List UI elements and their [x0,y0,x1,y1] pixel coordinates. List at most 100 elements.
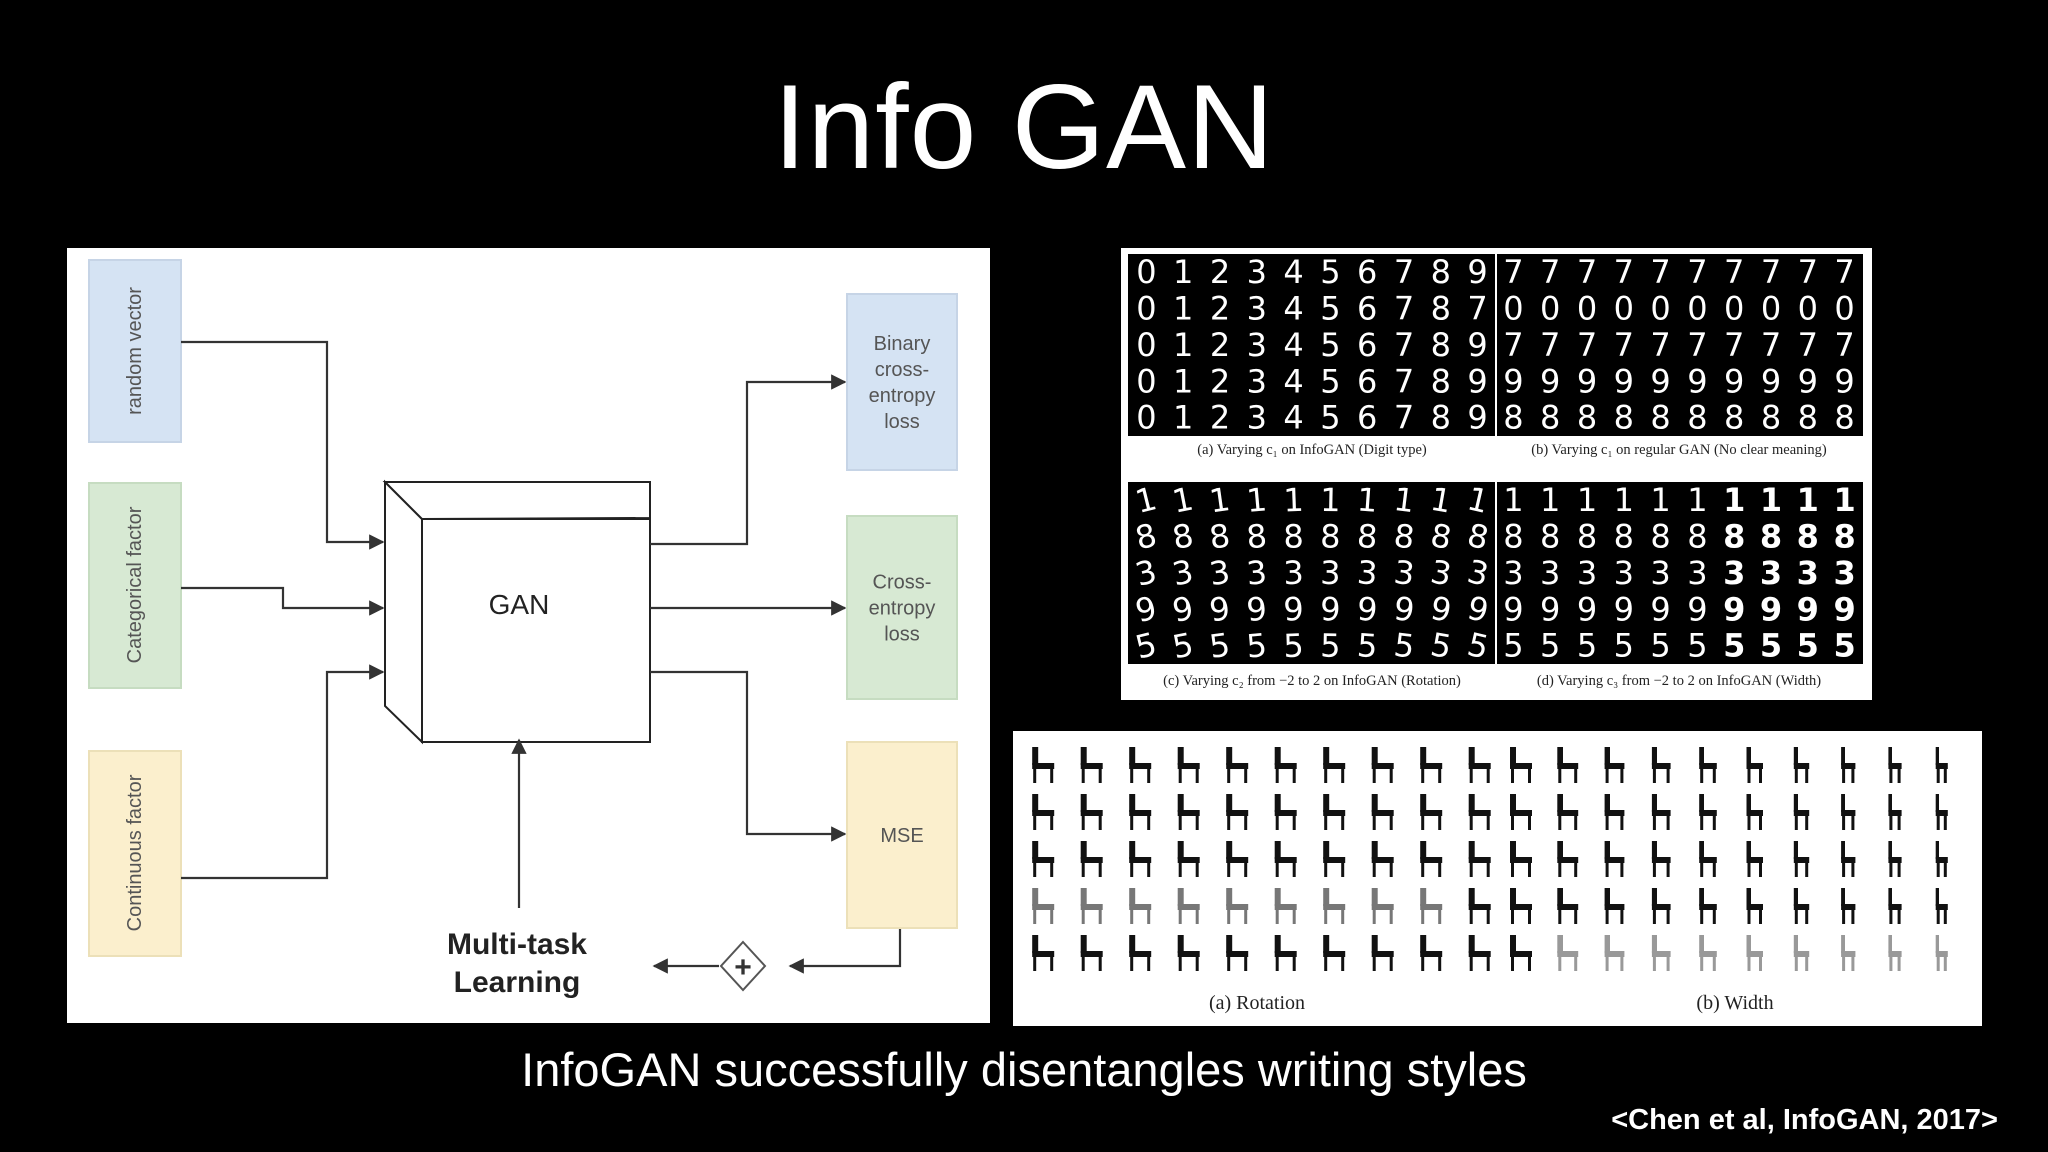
digit-sample: 3 [1503,554,1523,592]
chair-icon [1274,794,1297,830]
chair-icon [1888,794,1902,830]
digit-sample: 4 [1283,253,1303,291]
chair-icon [1274,747,1297,783]
chair-icon [1604,935,1625,971]
chair-icon [1557,747,1579,783]
digit-sample: 1 [1245,480,1269,520]
chair-icon [1129,888,1152,924]
chair-icon [1841,888,1856,924]
digit-sample: 3 [1320,554,1341,592]
digit-sample: 3 [1283,554,1305,593]
digit-sample: 7 [1503,253,1523,291]
digit-sample: 5 [1540,627,1560,665]
digit-sample: 3 [1356,553,1379,592]
digit-sample: 9 [1283,590,1305,629]
chair-icon [1274,841,1297,877]
digit-sample: 9 [1833,590,1855,628]
digit-sample: 1 [1320,481,1341,519]
chair-icon [1323,794,1346,830]
chair-icon [1841,841,1856,877]
input-label-categorical-factor: Categorical factor [124,506,146,663]
digit-sample: 5 [1503,627,1523,665]
digit-sample: 5 [1687,627,1707,665]
digit-sample: 1 [1503,481,1523,519]
digit-sample: 0 [1136,290,1156,328]
chair-icon [1699,794,1717,830]
digit-sample: 9 [1650,362,1670,400]
digit-sample: 9 [1798,362,1818,400]
digit-sample: 9 [1761,362,1781,400]
chair-icon [1793,888,1810,924]
digit-sample: 8 [1687,518,1707,556]
gan-block: GAN [382,479,651,745]
digit-sample: 1 [1723,481,1745,519]
chair-icon [1226,888,1249,924]
gan-label: GAN [489,589,550,620]
chair-icon [1129,747,1152,783]
chair-icon [1226,841,1249,877]
digit-grid-caption-1: (b) Varying c₁ on regular GAN (No clear … [1531,442,1827,458]
chairs-caption-width: (b) Width [1696,992,1773,1014]
digit-sample: 8 [1614,518,1634,556]
digit-sample: 9 [1614,590,1634,628]
chair-icon [1651,935,1671,971]
chair-icon [1226,794,1249,830]
digit-sample: 5 [1577,627,1597,665]
digit-sample: 6 [1357,253,1377,291]
chair-icon [1841,935,1856,971]
output-label-mse: MSE [880,825,923,847]
digit-sample: 7 [1724,326,1744,364]
chairs-samples-figure: (a) Rotation (b) Width [1013,731,1982,1026]
digit-sample: 8 [1761,399,1781,437]
digit-sample: 9 [1760,590,1782,628]
digit-sample: 9 [1540,362,1560,400]
digit-sample: 9 [1687,590,1707,628]
chair-icon [1746,841,1763,877]
digit-sample: 8 [1503,399,1523,437]
chair-icon [1651,747,1671,783]
chair-icon [1032,888,1055,924]
digit-sample: 5 [1245,626,1269,666]
digit-sample: 0 [1614,290,1634,328]
chair-icon [1557,794,1579,830]
digit-sample: 5 [1760,627,1782,665]
digit-sample: 3 [1392,553,1417,593]
chair-icon [1468,888,1491,924]
digit-sample: 8 [1687,399,1707,437]
chair-icon [1080,794,1103,830]
chair-icon [1888,841,1902,877]
digit-grid-caption-3: (d) Varying c₃ from −2 to 2 on InfoGAN (… [1537,673,1821,689]
digit-sample: 9 [1577,362,1597,400]
digit-sample: 9 [1467,399,1487,437]
digit-grid-caption-0: (a) Varying c₁ on InfoGAN (Digit type) [1197,442,1427,458]
chair-icon [1699,888,1717,924]
digit-sample: 5 [1614,627,1634,665]
digit-sample: 6 [1357,362,1377,400]
digit-sample: 7 [1540,253,1560,291]
chair-icon [1746,888,1763,924]
chair-icon [1129,935,1152,971]
digit-sample: 0 [1503,290,1523,328]
output-connectors [511,374,902,974]
chair-icon [1557,888,1579,924]
digit-sample: 2 [1210,362,1230,400]
output-box-mse: MSE [846,741,958,929]
digit-sample: 3 [1833,554,1855,592]
chair-icon [1032,794,1055,830]
digit-sample: 3 [1247,253,1267,291]
digit-sample: 7 [1687,326,1707,364]
digit-sample: 9 [1650,590,1670,628]
chair-icon [1226,747,1249,783]
digit-sample: 7 [1394,253,1414,291]
chair-icon [1032,935,1055,971]
chair-icon [1129,841,1152,877]
digit-sample: 9 [1320,590,1341,628]
digit-sample: 1 [1614,481,1634,519]
chair-icon [1793,794,1810,830]
digit-sample: 1 [1797,481,1819,519]
digit-sample: 3 [1247,326,1267,364]
digit-sample: 1 [1833,481,1855,519]
digit-sample: 9 [1834,362,1854,400]
digit-sample: 8 [1577,518,1597,556]
